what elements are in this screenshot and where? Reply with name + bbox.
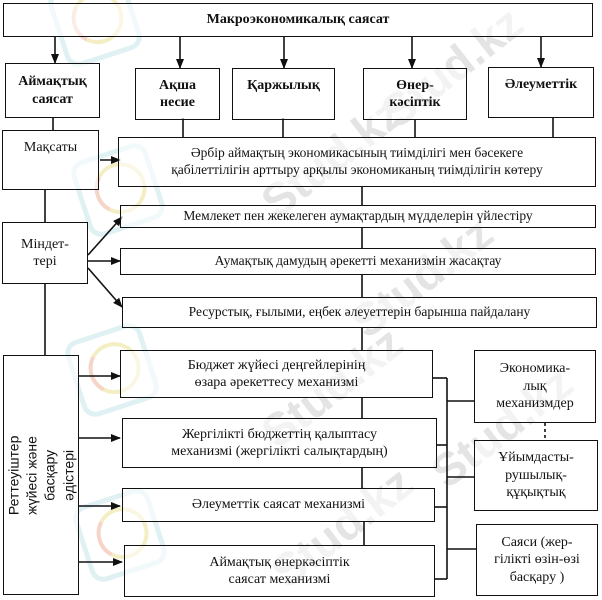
regulators-box: Реттеуіштер жүйесі және басқару әдістері	[3, 355, 79, 595]
arrow-task-3	[87, 267, 123, 308]
mechanism-text: Бюджет жүйесі деңгейлерінің өзара әрекет…	[187, 357, 366, 391]
task-item-box: Ресурстық, ғылыми, еңбек әлеуеттерін бар…	[122, 297, 597, 328]
mechanism-text: Жергілікті бюджеттің қалыптасу механизмі…	[171, 426, 388, 460]
mechanism-box: Аймақтық өнеркәсіптік саясат механизмі	[124, 545, 435, 597]
goal-text: Әрбір аймақтың экономикасының тиімділігі…	[171, 145, 543, 177]
policy-social-box: Әлеуметтік	[488, 67, 594, 118]
mechanism-box: Әлеуметтік саясат механизмі	[122, 488, 435, 522]
tasks-label-box: Міндет- тері	[2, 222, 88, 284]
policy-industrial-label: Өнер- кәсіптік	[389, 77, 441, 111]
goal-text-box: Әрбір аймақтың экономикасының тиімділігі…	[118, 137, 596, 187]
mechanism-text: Әлеуметтік саясат механизмі	[191, 497, 366, 513]
mechanism-type-organizational-box: Ұйымдасты- рушылық- құқықтық	[474, 440, 598, 511]
tasks-label: Міндет- тері	[21, 236, 69, 270]
task-item-text: Мемлекет пен жекелеген аумақтардың мүдде…	[183, 208, 533, 224]
policy-financial-label: Қаржылық	[247, 78, 320, 93]
policy-regional-label: Аймақтық саясат	[18, 74, 87, 107]
policy-money-credit-box: Ақша несие	[135, 68, 220, 120]
mechanism-type-economic: Экономика- лық механизмдер	[496, 361, 574, 412]
mechanism-type-organizational: Ұйымдасты- рушылық- құқықтық	[498, 450, 574, 501]
goal-label: Мақсаты	[23, 140, 78, 155]
policy-industrial-box: Өнер- кәсіптік	[363, 68, 467, 120]
policy-regional-box: Аймақтық саясат	[5, 63, 100, 118]
task-item-text: Ресурстық, ғылыми, еңбек әлеуеттерін бар…	[188, 304, 531, 320]
mechanism-type-political: Саяси (жер- гілікті өзін-өзі басқару )	[494, 534, 580, 585]
goal-label-box: Мақсаты	[2, 130, 99, 190]
regulators-label: Реттеуіштер жүйесі және басқару әдістері	[5, 435, 77, 515]
task-item-box: Аумақтық дамудың әрекетті механизмін жас…	[120, 248, 596, 275]
macroeconomic-policy-box: Макроэкономикалық саясат	[3, 3, 593, 37]
mechanism-text: Аймақтық өнеркәсіптік саясат механизмі	[209, 554, 350, 588]
policy-financial-box: Қаржылық	[232, 68, 335, 120]
mechanism-type-political-box: Саяси (жер- гілікті өзін-өзі басқару )	[476, 524, 598, 596]
mechanism-box: Бюджет жүйесі деңгейлерінің өзара әрекет…	[120, 350, 433, 398]
policy-money-credit-label: Ақша несие	[159, 77, 196, 111]
mechanism-type-economic-box: Экономика- лық механизмдер	[474, 350, 596, 423]
task-item-text: Аумақтық дамудың әрекетті механизмін жас…	[214, 253, 502, 269]
macroeconomic-policy-title: Макроэкономикалық саясат	[206, 12, 390, 28]
arrow-task-1	[87, 216, 123, 256]
task-item-box: Мемлекет пен жекелеген аумақтардың мүдде…	[120, 205, 596, 228]
mechanism-box: Жергілікті бюджеттің қалыптасу механизмі…	[122, 418, 437, 468]
policy-social-label: Әлеуметтік	[504, 77, 578, 92]
